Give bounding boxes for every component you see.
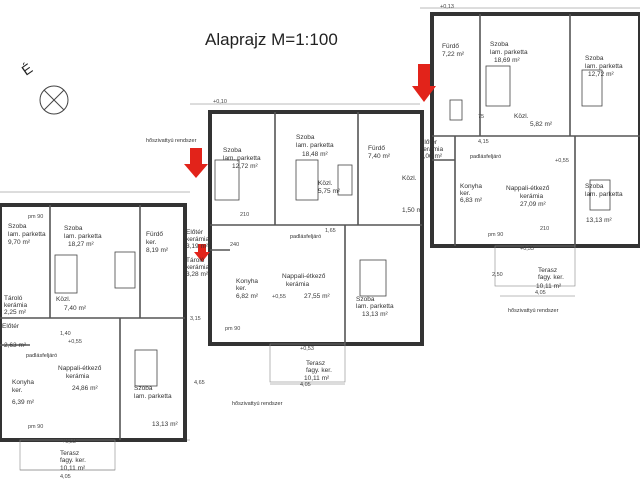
dimension-text: +0,10 bbox=[213, 99, 227, 105]
entrance-arrow-right bbox=[412, 64, 436, 102]
attic-access-note: padlásfeljáró bbox=[470, 154, 501, 160]
dimension-text: 3,15 bbox=[190, 316, 201, 322]
attic-access-note: padlásfeljáró bbox=[26, 353, 57, 359]
dimension-text: 4,05 bbox=[535, 290, 546, 296]
dimension-text: 1,65 bbox=[325, 228, 336, 234]
dimension-text: pm 90 bbox=[488, 232, 503, 238]
room-label: Közl.7,40 m² bbox=[56, 296, 87, 312]
dimension-text: +0,53 bbox=[300, 346, 314, 352]
dimension-texts: +0,10 +0,13 +0,55 +0,55 +0,55 +0,53 +0,5… bbox=[28, 4, 569, 480]
dimension-text: +0,55 bbox=[68, 339, 82, 345]
unit-middle bbox=[208, 110, 424, 346]
annotations: hőszivattyú rendszer hőszivattyú rendsze… bbox=[26, 138, 559, 407]
dimension-text: 210 bbox=[540, 226, 549, 232]
dimension-text: 1,40 bbox=[60, 331, 71, 337]
dimension-text: 4,05 bbox=[60, 474, 71, 480]
dimension-text: +0,55 bbox=[272, 294, 286, 300]
north-label: É bbox=[19, 60, 36, 78]
room-label: Közl.5,75 m² bbox=[318, 180, 341, 195]
room-label: Közl.5,82 m² bbox=[514, 113, 553, 128]
dimension-text: 240 bbox=[230, 242, 239, 248]
heat-pump-note: hőszivattyú rendszer bbox=[508, 308, 559, 314]
unit-left bbox=[0, 203, 187, 442]
dimension-text: 75 bbox=[478, 114, 484, 120]
dimension-text: +0,13 bbox=[440, 4, 454, 10]
north-symbol: É bbox=[19, 60, 69, 115]
dimension-text: +0,55 bbox=[555, 158, 569, 164]
unit-top-right bbox=[430, 12, 640, 248]
entrance-arrows bbox=[184, 64, 436, 262]
attic-access-note: padlásfeljáró bbox=[290, 234, 321, 240]
dimension-text: 2,50 bbox=[492, 272, 503, 278]
dimension-text: 4,15 bbox=[478, 139, 489, 145]
dimension-text: 4,05 bbox=[300, 382, 311, 388]
heat-pump-note: hőszivattyú rendszer bbox=[146, 138, 197, 144]
dimension-text: 210 bbox=[240, 212, 249, 218]
dimension-text: 4,65 bbox=[194, 380, 205, 386]
entrance-arrow-left bbox=[184, 148, 208, 178]
entrance-arrow-mid bbox=[194, 244, 210, 262]
dimension-text: +0,53 bbox=[62, 439, 76, 445]
dimension-text: pm 90 bbox=[225, 326, 240, 332]
dimension-text: pm 90 bbox=[28, 424, 43, 430]
dimension-text: +0,53 bbox=[520, 246, 534, 252]
terraces bbox=[19, 245, 576, 471]
dimension-text: pm 90 bbox=[28, 214, 43, 220]
heat-pump-note: hőszivattyú rendszer bbox=[232, 401, 283, 407]
room-label: Közl.1,50 m² bbox=[402, 175, 425, 214]
plan-title: Alaprajz M=1:100 bbox=[205, 30, 338, 49]
